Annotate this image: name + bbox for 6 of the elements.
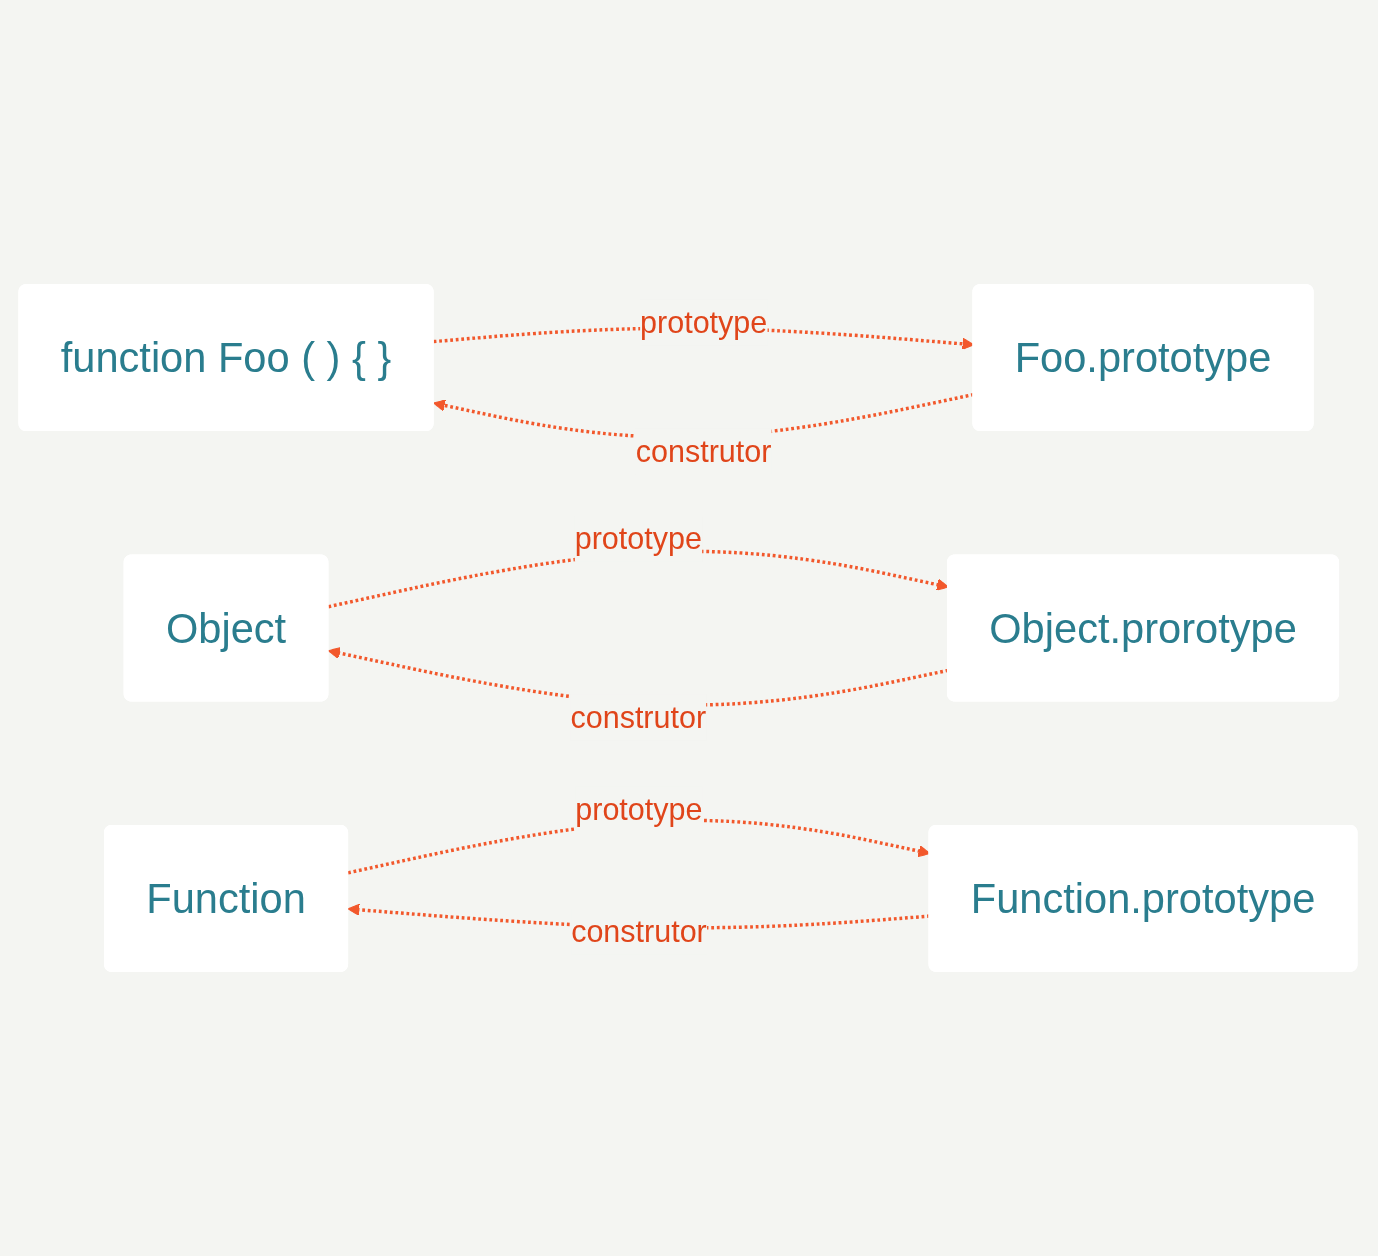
edge-label: prototype bbox=[575, 791, 703, 827]
edge-label: construtor bbox=[571, 914, 707, 950]
edge-label: prototype bbox=[574, 521, 702, 557]
edge-label: construtor bbox=[570, 699, 707, 735]
edge-label: construtor bbox=[635, 433, 772, 469]
edge-label: prototype bbox=[640, 305, 768, 341]
